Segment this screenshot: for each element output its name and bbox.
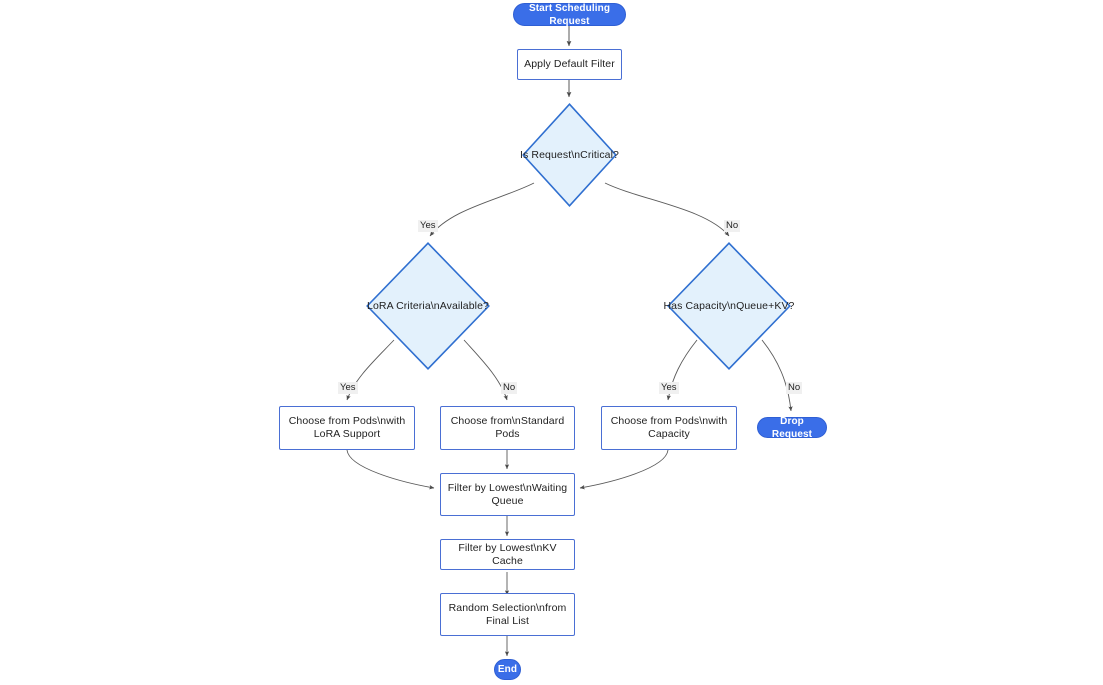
diamond-shape bbox=[522, 103, 617, 207]
node-start-label: Start Scheduling Request bbox=[528, 2, 611, 27]
node-choose-pods-lora-support[interactable]: Choose from Pods\nwith LoRA Support bbox=[279, 406, 415, 450]
node-drop-request-label: Drop Request bbox=[771, 415, 813, 440]
edge-pods-lora-to-filter-queue bbox=[346, 449, 435, 490]
node-is-request-critical[interactable]: Is Request\nCritical? bbox=[520, 103, 619, 207]
node-filter-lowest-kv-cache[interactable]: Filter by Lowest\nKV Cache bbox=[440, 539, 575, 570]
node-choose-pods-lora-support-label-line1: Choose from Pods\nwith bbox=[288, 415, 406, 427]
node-filter-lowest-waiting-queue-label-line2: Queue bbox=[491, 494, 524, 507]
node-choose-pods-lora-support-label-line2: LoRA Support bbox=[313, 428, 381, 440]
node-start[interactable]: Start Scheduling Request bbox=[513, 2, 626, 27]
node-choose-standard-pods[interactable]: Choose from\nStandard Pods bbox=[440, 406, 575, 450]
node-lora-criteria-available[interactable]: LoRA Criteria\nAvailable? bbox=[366, 242, 490, 370]
node-choose-pods-capacity-label-line1: Choose from Pods\nwith bbox=[610, 415, 728, 427]
node-drop-request[interactable]: Drop Request bbox=[757, 415, 827, 440]
node-filter-lowest-kv-cache-label: Filter by Lowest\nKV Cache bbox=[458, 541, 557, 567]
node-choose-standard-pods-label-line1: Choose from\nStandard bbox=[450, 415, 565, 427]
node-end[interactable]: End bbox=[494, 659, 521, 680]
node-is-request-critical-label: Is Request\nCritical? bbox=[520, 148, 619, 161]
diamond-shape bbox=[366, 242, 490, 370]
node-random-selection-label-line2: Final List bbox=[485, 614, 529, 627]
node-apply-default-filter-label: Apply Default Filter bbox=[524, 58, 615, 70]
diamond-shape bbox=[667, 242, 791, 370]
node-choose-standard-pods-label-line2: Pods bbox=[495, 428, 520, 440]
edge-label-critical-yes: Yes bbox=[418, 220, 438, 232]
node-apply-default-filter[interactable]: Apply Default Filter bbox=[517, 49, 622, 80]
edge-label-critical-no: No bbox=[724, 220, 741, 232]
edge-label-capacity-no: No bbox=[786, 382, 803, 394]
edge-is-critical-to-has-capacity bbox=[604, 182, 730, 237]
edge-has-capacity-to-drop-request bbox=[761, 339, 793, 412]
edge-label-lora-no: No bbox=[501, 382, 518, 394]
node-filter-lowest-waiting-queue[interactable]: Filter by Lowest\nWaiting Queue bbox=[440, 473, 575, 516]
edge-label-capacity-yes: Yes bbox=[659, 382, 679, 394]
node-end-label: End bbox=[497, 664, 518, 675]
node-choose-pods-capacity[interactable]: Choose from Pods\nwith Capacity bbox=[601, 406, 737, 450]
node-lora-criteria-available-label: LoRA Criteria\nAvailable? bbox=[367, 299, 489, 312]
node-has-capacity[interactable]: Has Capacity\nQueue+KV? bbox=[664, 242, 794, 370]
edge-is-critical-to-lora-criteria bbox=[429, 182, 535, 237]
node-choose-pods-capacity-label-line2: Capacity bbox=[648, 428, 690, 440]
edge-label-lora-yes: Yes bbox=[338, 382, 358, 394]
node-has-capacity-label: Has Capacity\nQueue+KV? bbox=[663, 299, 795, 312]
edge-pods-capacity-to-filter-queue bbox=[579, 449, 669, 490]
node-random-selection-label-line1: Random Selection\nfrom bbox=[448, 601, 567, 614]
node-filter-lowest-waiting-queue-label-line1: Filter by Lowest\nWaiting bbox=[447, 481, 568, 494]
node-random-selection[interactable]: Random Selection\nfrom Final List bbox=[440, 593, 575, 636]
